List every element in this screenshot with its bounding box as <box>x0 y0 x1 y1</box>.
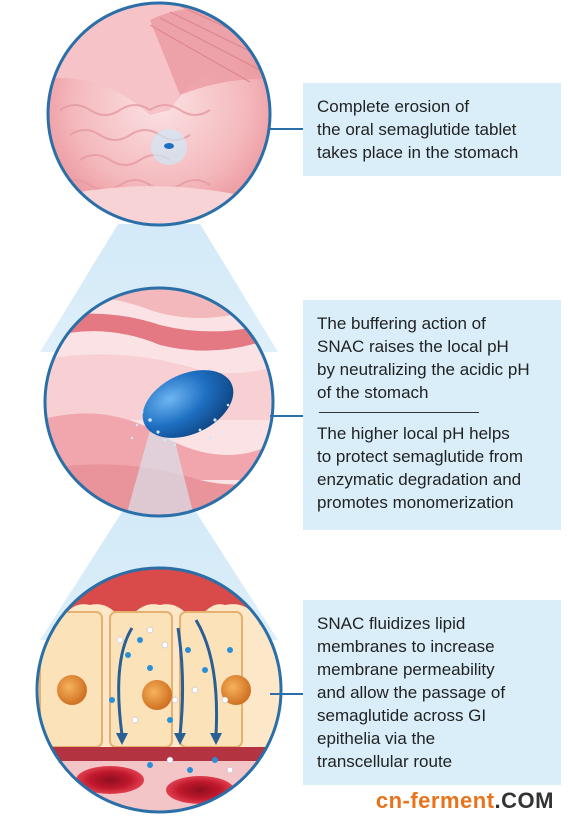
watermark: cn-ferment.COM <box>376 788 554 814</box>
tablet-large <box>142 370 234 438</box>
stomach-view <box>48 3 270 225</box>
callout-stomach-erosion: Complete erosion of the oral semaglutide… <box>303 83 561 176</box>
cell-nucleus <box>57 675 87 705</box>
callout-line: to protect semaglutide from <box>317 447 523 466</box>
callout-line: by neutralizing the acidic pH <box>317 360 530 379</box>
callout-line: The buffering action of <box>317 314 486 333</box>
callout-line: epithelia via the <box>317 729 436 748</box>
callout-line: enzymatic degradation and <box>317 470 522 489</box>
connector-1 <box>270 128 303 130</box>
watermark-tld: .COM <box>494 788 554 813</box>
callout-line: and allow the passage of <box>317 683 506 702</box>
tablet-small <box>164 143 174 149</box>
callout-line: of the stomach <box>317 383 429 402</box>
callout-line: transcellular route <box>317 752 453 771</box>
callout-line: takes place in the stomach <box>317 143 519 162</box>
callout-line: The higher local pH helps <box>317 424 510 443</box>
callout-line: the oral semaglutide tablet <box>317 120 517 139</box>
callout-line: Complete erosion of <box>317 97 470 116</box>
callout-membrane-permeability: SNAC fluidizes lipid membranes to increa… <box>303 600 561 785</box>
watermark-brand: cn-ferment <box>375 788 495 813</box>
callout-line: semaglutide across GI <box>317 706 487 725</box>
epithelium-view <box>37 568 281 812</box>
callout-line: promotes monomerization <box>317 493 514 512</box>
cell-nucleus <box>221 675 251 705</box>
connector-3 <box>270 693 303 695</box>
connector-2 <box>270 415 303 417</box>
callout-snac-buffering: The buffering action of SNAC raises the … <box>303 300 561 530</box>
callout-line: SNAC fluidizes lipid <box>317 614 466 633</box>
callout-line: membrane permeability <box>317 660 495 679</box>
cell-nucleus <box>142 680 172 710</box>
callout-line: membranes to increase <box>317 637 495 656</box>
callout-line: SNAC raises the local pH <box>317 337 509 356</box>
divider <box>319 412 479 413</box>
